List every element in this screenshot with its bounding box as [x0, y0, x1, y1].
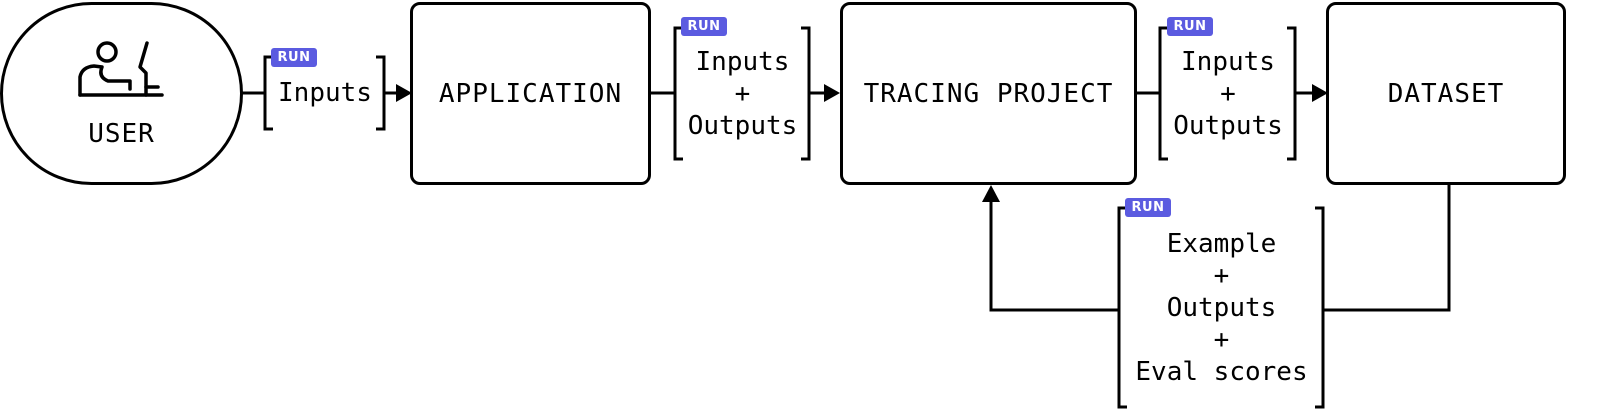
payload-tracing-to-dataset: Inputs + Outputs — [1162, 46, 1294, 142]
payload-line: + — [1213, 325, 1230, 355]
dataset-node: DATASET — [1326, 2, 1566, 185]
payload-application-to-tracing: Inputs + Outputs — [677, 46, 808, 142]
application-label: APPLICATION — [438, 78, 623, 109]
payload-line: + — [734, 79, 751, 109]
tracing-project-label: TRACING PROJECT — [863, 78, 1114, 109]
payload-line: Outputs — [687, 111, 798, 141]
person-at-computer-icon — [74, 39, 170, 105]
payload-line: Inputs — [278, 78, 372, 108]
payload-line: Eval scores — [1135, 357, 1308, 387]
payload-line: Outputs — [1166, 293, 1277, 323]
run-badge: RUN — [681, 17, 727, 36]
payload-dataset-to-tracing: Example + Outputs + Eval scores — [1121, 228, 1322, 388]
payload-line: Example — [1166, 229, 1277, 259]
payload-line: Outputs — [1173, 111, 1283, 141]
application-node: APPLICATION — [410, 2, 651, 185]
tracing-project-node: TRACING PROJECT — [840, 2, 1137, 185]
user-node: USER — [0, 2, 243, 185]
run-badge: RUN — [271, 48, 317, 67]
payload-line: + — [1220, 79, 1236, 109]
payload-user-to-application: Inputs — [267, 77, 383, 109]
run-badge: RUN — [1167, 17, 1213, 36]
payload-line: Inputs — [695, 47, 790, 77]
run-badge: RUN — [1125, 198, 1171, 217]
dataset-label: DATASET — [1387, 78, 1505, 109]
payload-line: + — [1213, 261, 1230, 291]
payload-line: Inputs — [1181, 47, 1275, 77]
user-label: USER — [88, 118, 155, 149]
